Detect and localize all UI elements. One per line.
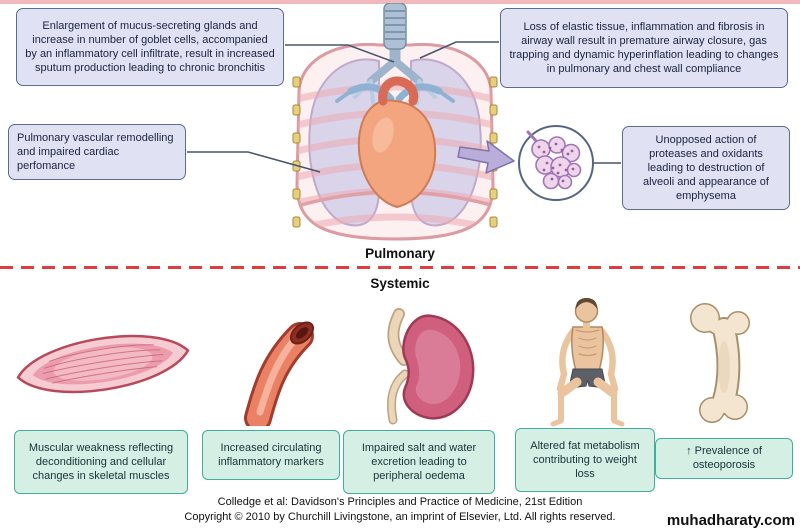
watermark: muhadharaty.com (666, 512, 795, 529)
top-border-strip (0, 0, 800, 4)
copyright-line: Copyright © 2010 by Churchill Livingston… (184, 511, 616, 523)
thin-man-illustration (550, 298, 625, 427)
callout-emphysema: Unopposed action of proteases and oxidan… (622, 126, 790, 211)
pulmonary-systemic-divider (0, 266, 800, 269)
callout-chronic-bronchitis: Enlargement of mucus-secreting glands an… (16, 8, 284, 86)
skeletal-muscle-illustration (16, 334, 190, 394)
pulmonary-label: Pulmonary (365, 246, 435, 261)
kidney-illustration (387, 308, 475, 425)
systemic-box-weight-loss: Altered fat metabolism contributing to w… (515, 428, 655, 492)
lungs-heart-illustration (292, 3, 498, 241)
systemic-label: Systemic (370, 276, 430, 291)
systemic-box-muscle: Muscular weakness reflecting decondition… (14, 430, 188, 494)
callout-vascular-remodelling: Pulmonary vascular remodelling and impai… (8, 124, 186, 181)
callout-airway-compliance: Loss of elastic tissue, inflammation and… (500, 8, 788, 88)
systemic-box-osteoporosis: ↑ Prevalence of osteoporosis (655, 438, 793, 479)
femur-bone-illustration (690, 303, 750, 423)
alveoli-inset-circle (518, 125, 594, 201)
systemic-box-oedema: Impaired salt and water excretion leadin… (343, 430, 495, 494)
blood-vessel-illustration (244, 321, 315, 426)
credit-line: Colledge et al: Davidson's Principles an… (217, 496, 583, 508)
systemic-box-inflammatory-markers: Increased circulating inflammatory marke… (202, 430, 340, 480)
